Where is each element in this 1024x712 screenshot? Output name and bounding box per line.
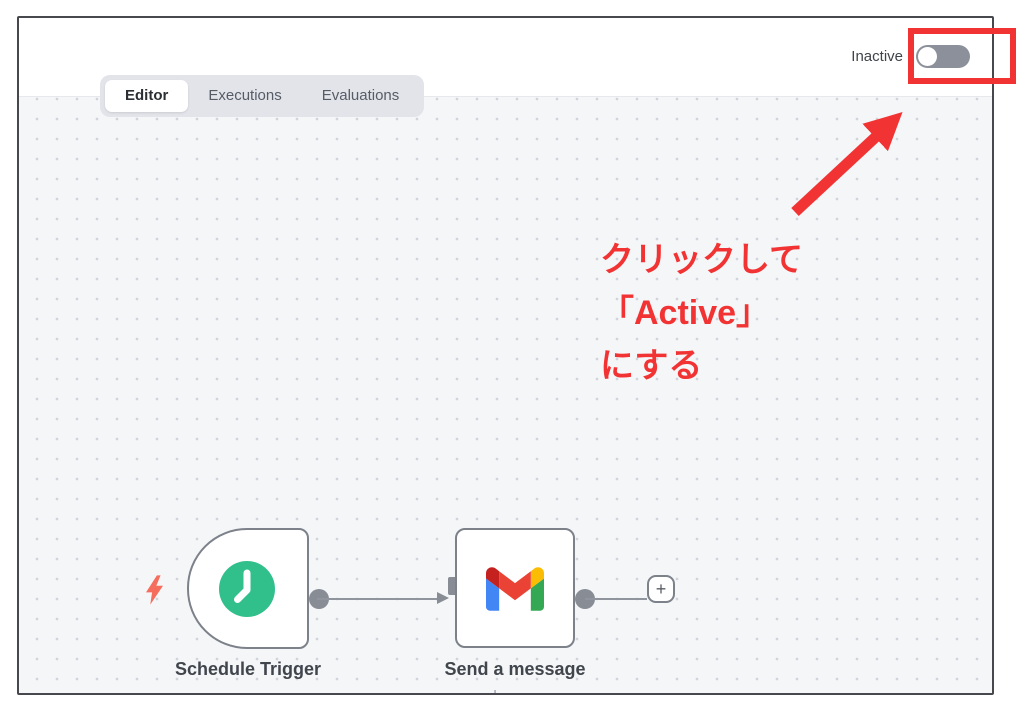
connection-wire-stub — [585, 597, 647, 600]
node-sublabel-send-message: send: message — [464, 688, 566, 693]
node-label-send-a-message: Send a message — [444, 659, 586, 679]
connection-wire[interactable] — [317, 597, 441, 600]
tab-editor[interactable]: Editor — [105, 80, 189, 112]
trigger-bolt-icon — [146, 575, 163, 605]
gmail-icon — [486, 567, 544, 611]
annotation-line-2: 「Active」 — [600, 294, 771, 332]
activation-status-label: Inactive — [851, 48, 903, 65]
annotation-instruction-text: クリックして 「Active」 にする — [600, 234, 803, 393]
view-tabs: Editor Executions Evaluations — [100, 75, 425, 117]
node-label-schedule-trigger: Schedule Trigger — [174, 659, 322, 679]
annotation-highlight-rectangle — [908, 28, 1016, 84]
workflow-editor-window: + Schedule Trigger Send a message send: … — [17, 16, 994, 695]
activation-toggle[interactable] — [916, 45, 970, 68]
annotation-line-1: クリックして — [600, 241, 803, 279]
schedule-clock-icon — [219, 561, 275, 617]
toggle-knob — [918, 47, 937, 66]
input-port-gmail[interactable] — [448, 577, 457, 595]
annotation-line-3: にする — [600, 347, 703, 385]
add-node-button[interactable]: + — [647, 575, 675, 603]
connection-arrowhead-icon — [437, 592, 449, 604]
workflow-canvas[interactable]: + Schedule Trigger Send a message send: … — [19, 97, 992, 693]
activation-control: Inactive — [851, 45, 970, 68]
tab-evaluations[interactable]: Evaluations — [321, 87, 400, 104]
annotation-arrow-icon — [791, 112, 903, 217]
tab-executions[interactable]: Executions — [208, 87, 282, 104]
